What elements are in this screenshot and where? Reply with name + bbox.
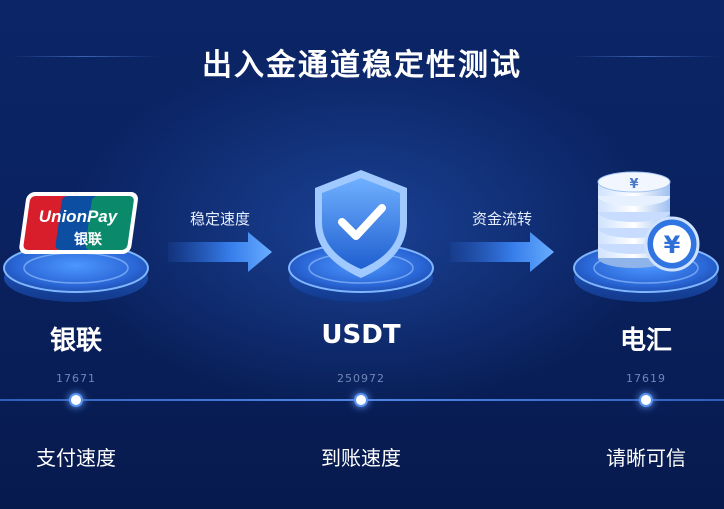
node-value-wire: 17619 bbox=[626, 372, 666, 385]
node-label-wire: 电汇 bbox=[619, 326, 672, 356]
shield-check-icon bbox=[315, 170, 407, 278]
bottom-label-2: 到账速度 bbox=[321, 446, 401, 470]
timeline-dot-3 bbox=[639, 393, 653, 407]
coin-stack-yen-icon: ¥ ¥ bbox=[597, 171, 700, 272]
coin-top-symbol: ¥ bbox=[629, 177, 638, 192]
title-decor-right bbox=[570, 56, 720, 57]
arrow-2 bbox=[450, 232, 554, 272]
node-value-usdt: 250972 bbox=[337, 372, 385, 385]
title-decor-left bbox=[10, 56, 160, 57]
unionpay-logo-icon: UnionPay 银联 bbox=[19, 192, 138, 254]
bottom-label-3: 请晰可信 bbox=[606, 446, 686, 470]
node-label-unionpay: 银联 bbox=[49, 326, 102, 356]
bottom-label-1: 支付速度 bbox=[36, 446, 116, 470]
node-value-unionpay: 17671 bbox=[56, 372, 96, 385]
disc-1 bbox=[3, 243, 149, 302]
timeline-dot-2 bbox=[354, 393, 368, 407]
arrow-1 bbox=[168, 232, 272, 272]
arrow-label-1: 稳定速度 bbox=[189, 210, 250, 228]
diagram-title: 出入金通道稳定性测试 bbox=[202, 48, 522, 83]
unionpay-logo-subtext: 银联 bbox=[74, 231, 103, 248]
unionpay-logo-text: UnionPay bbox=[39, 207, 119, 226]
arrow-label-2: 资金流转 bbox=[471, 210, 532, 228]
node-label-usdt: USDT bbox=[321, 320, 401, 350]
coin-front-symbol: ¥ bbox=[664, 231, 681, 259]
timeline-dot-1 bbox=[69, 393, 83, 407]
